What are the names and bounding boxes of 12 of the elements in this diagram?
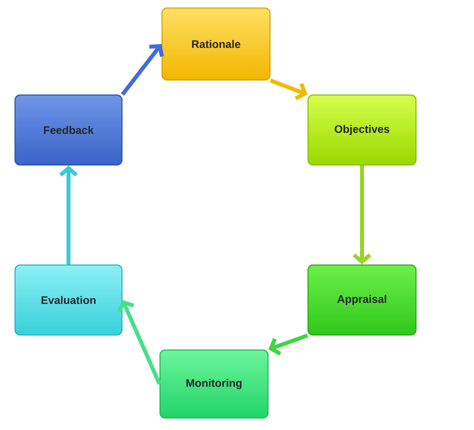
process-box: Evaluation [14,264,122,336]
arrow [117,300,162,385]
arrow [270,78,308,100]
process-box: Rationale [162,8,270,80]
arrow [59,166,78,264]
process-box: Monitoring [160,350,268,418]
process-box: Feedback [14,94,122,166]
arrow [120,44,164,96]
arrow [268,334,308,356]
process-box: Objectives [308,94,416,166]
process-box: Appraisal [308,264,416,336]
arrow [352,166,372,264]
